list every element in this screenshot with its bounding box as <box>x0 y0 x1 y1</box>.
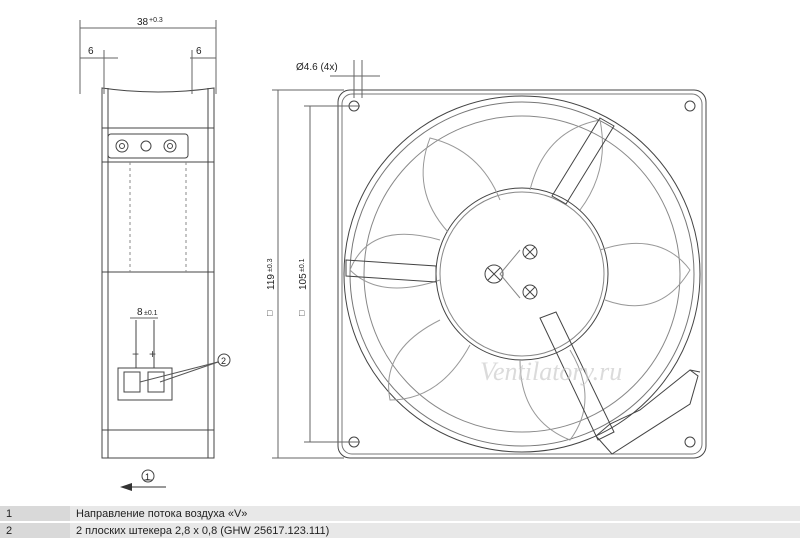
callout-2-label: 2 <box>221 356 226 366</box>
cable-channel <box>595 369 699 455</box>
fan-housing <box>337 89 707 459</box>
mounting-hole-tr <box>684 100 696 112</box>
fan-blade <box>519 349 586 441</box>
legend-number: 2 <box>0 523 70 538</box>
plus-sign: + <box>149 347 156 361</box>
technical-drawing: 38 +0.3 6 6 8 ±0.1 − + 2 1 <box>79 17 707 491</box>
hub-screw-2 <box>522 284 538 300</box>
callout-1-circle <box>141 469 155 483</box>
spoke-left <box>345 259 437 283</box>
dim-105: 105 <box>298 273 309 290</box>
connector-housing <box>117 367 173 401</box>
side-body-outline <box>101 87 215 459</box>
legend-row: 2 2 плоских штекера 2,8 x 0,8 (GHW 25617… <box>0 523 800 538</box>
fan-opening <box>343 95 701 453</box>
spoke-bottom-right <box>539 311 615 441</box>
watermark: Ventilatory.ru <box>480 357 622 386</box>
fan-blade <box>388 319 471 401</box>
side-view <box>79 20 231 491</box>
dim-119-tol: ±0.3 <box>267 258 274 272</box>
callout-2-circle <box>217 353 231 367</box>
dim-6-right: 6 <box>196 46 202 57</box>
terminal-right <box>163 139 177 153</box>
terminal-block-top <box>107 133 189 159</box>
square-symbol-119: □ <box>267 308 273 318</box>
terminal-left <box>115 139 129 153</box>
mounting-hole-br <box>684 436 696 448</box>
square-symbol-105: □ <box>299 308 305 318</box>
legend-text: 2 плоских штекера 2,8 x 0,8 (GHW 25617.1… <box>70 523 800 538</box>
dim-105-tol: ±0.1 <box>299 258 306 272</box>
callout-1-label: 1 <box>145 472 150 482</box>
ground-terminal <box>140 140 152 152</box>
spoke-top-right <box>551 117 615 205</box>
fan-blade <box>349 233 441 289</box>
dim-8-tol: ±0.1 <box>144 310 158 317</box>
hole-diameter-dim: Ø4.6 (4x) <box>296 62 338 73</box>
fan-blade <box>599 242 691 307</box>
legend-table: 1 Направление потока воздуха «V» 2 2 пло… <box>0 504 800 540</box>
dim-38: 38 <box>137 17 149 28</box>
dim-6-left: 6 <box>88 46 94 57</box>
minus-sign: − <box>132 347 139 361</box>
front-view <box>272 60 707 459</box>
hub-screw-1 <box>522 244 538 260</box>
dim-38-tol: +0.3 <box>149 17 163 24</box>
legend-text: Направление потока воздуха «V» <box>70 506 800 521</box>
legend-row: 1 Направление потока воздуха «V» <box>0 506 800 521</box>
fan-blade <box>422 137 501 233</box>
fan-hub <box>435 187 609 361</box>
fan-blade <box>529 119 603 211</box>
dim-119: 119 <box>266 274 277 290</box>
dim-8: 8 <box>137 307 143 318</box>
legend-number: 1 <box>0 506 70 521</box>
hub-center <box>484 264 504 284</box>
